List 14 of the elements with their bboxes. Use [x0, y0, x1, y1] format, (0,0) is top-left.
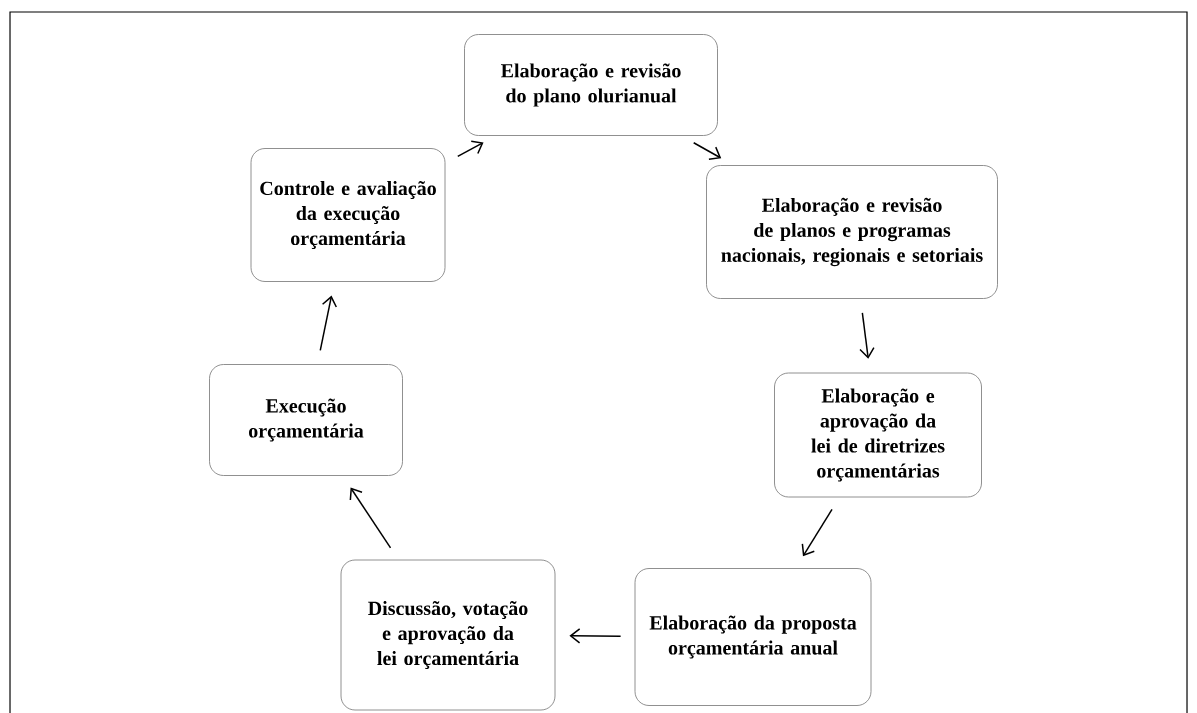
process-box: Elaboração e revisão do plano olurianual: [464, 34, 718, 136]
arrow: [319, 295, 338, 352]
process-box: Elaboração da proposta orçamentária anual: [634, 568, 872, 706]
process-box: Elaboração e aprovação da lei de diretrizes orçamentárias: [774, 372, 982, 498]
arrow: [569, 628, 622, 644]
arrow: [859, 312, 875, 359]
arrow: [801, 508, 833, 557]
arrow: [692, 142, 722, 161]
process-box: Discussão, votação e aprovação da lei orçamentária: [340, 559, 556, 711]
arrow: [457, 140, 484, 158]
arrow: [349, 487, 392, 549]
process-box: Execução orçamentária: [209, 364, 403, 476]
process-box: Controle e avaliação da execução orçamentária: [250, 148, 446, 282]
process-box: Elaboração e revisão de planos e programas nacionais, regionais e setoriais: [706, 165, 998, 299]
